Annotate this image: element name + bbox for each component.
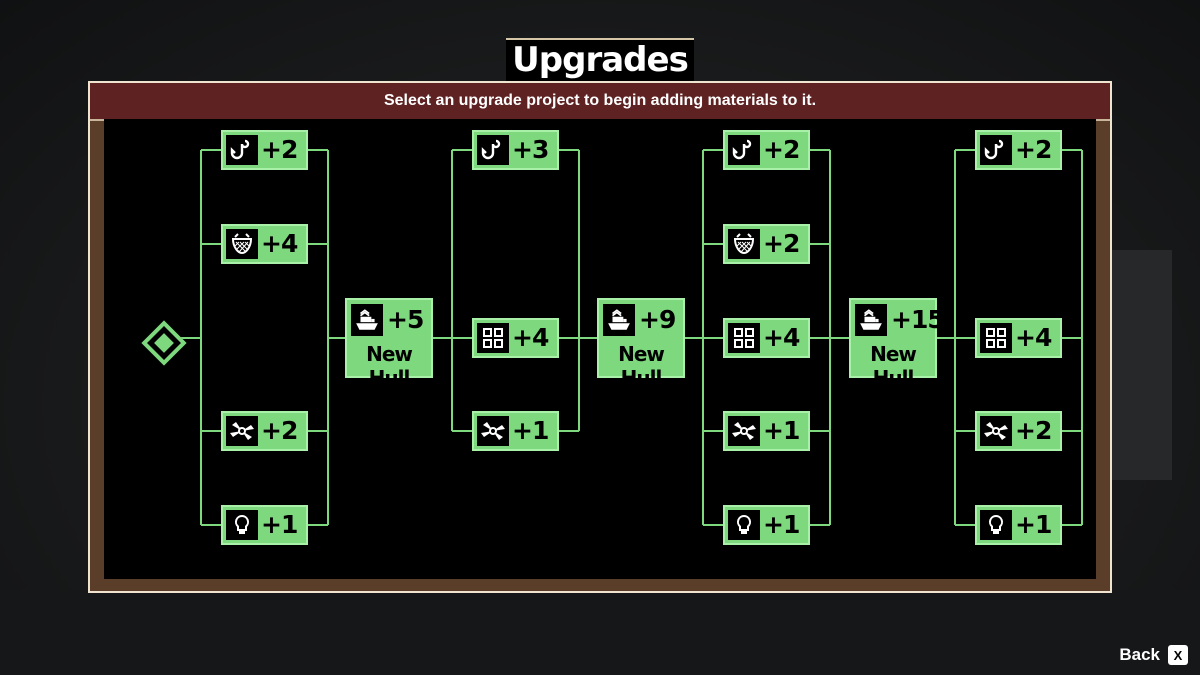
upgrade-node-hook[interactable]: +3 [472, 130, 559, 170]
hull-label: New Hull [366, 342, 413, 390]
light-icon [226, 510, 258, 540]
upgrade-node-net[interactable]: +2 [723, 224, 810, 264]
upgrade-node-net[interactable]: +4 [221, 224, 308, 264]
upgrade-node-hook[interactable]: +2 [975, 130, 1062, 170]
upgrade-node-light[interactable]: +1 [723, 505, 810, 545]
upgrade-node-light[interactable]: +1 [221, 505, 308, 545]
back-button[interactable]: Back X [1119, 645, 1188, 665]
upgrade-node-hook[interactable]: +2 [221, 130, 308, 170]
engine-icon [477, 416, 509, 446]
hull-icon [855, 304, 887, 336]
hook-icon [477, 135, 509, 165]
upgrade-value: +2 [763, 135, 800, 164]
upgrade-value: +2 [763, 229, 800, 258]
engine-icon [980, 416, 1012, 446]
hull-icon [351, 304, 383, 336]
upgrade-node-storage[interactable]: +4 [975, 318, 1062, 358]
upgrade-value: +2 [261, 135, 298, 164]
upgrade-value: +4 [1015, 323, 1052, 352]
hook-icon [980, 135, 1012, 165]
upgrade-node-engine[interactable]: +1 [472, 411, 559, 451]
background-dock [0, 590, 1200, 675]
hull-label: New Hull [870, 342, 917, 390]
hull-label: New Hull [618, 342, 665, 390]
light-icon [980, 510, 1012, 540]
hook-icon [728, 135, 760, 165]
upgrade-value: +4 [763, 323, 800, 352]
net-icon [728, 229, 760, 259]
hull-value: +15 [891, 305, 945, 334]
light-icon [728, 510, 760, 540]
upgrade-value: +4 [261, 229, 298, 258]
upgrade-node-engine[interactable]: +2 [975, 411, 1062, 451]
upgrade-value: +1 [261, 510, 298, 539]
storage-icon [980, 323, 1012, 353]
upgrade-value: +1 [763, 510, 800, 539]
hull-value: +9 [639, 305, 676, 334]
upgrade-value: +3 [512, 135, 549, 164]
hook-icon [226, 135, 258, 165]
x-key-icon: X [1168, 645, 1188, 665]
upgrade-value: +2 [1015, 416, 1052, 445]
hull-value: +5 [387, 305, 424, 334]
storage-icon [477, 323, 509, 353]
page-title: Upgrades [506, 38, 694, 84]
upgrade-node-engine[interactable]: +1 [723, 411, 810, 451]
hull-icon [603, 304, 635, 336]
net-icon [226, 229, 258, 259]
engine-icon [728, 416, 760, 446]
upgrade-node-hook[interactable]: +2 [723, 130, 810, 170]
upgrade-value: +2 [261, 416, 298, 445]
upgrade-value: +1 [512, 416, 549, 445]
upgrade-node-storage[interactable]: +4 [472, 318, 559, 358]
engine-icon [226, 416, 258, 446]
upgrade-node-light[interactable]: +1 [975, 505, 1062, 545]
background-building [1112, 250, 1172, 480]
upgrade-node-engine[interactable]: +2 [221, 411, 308, 451]
upgrade-node-storage[interactable]: +4 [723, 318, 810, 358]
upgrade-value: +4 [512, 323, 549, 352]
upgrade-value: +2 [1015, 135, 1052, 164]
storage-icon [728, 323, 760, 353]
upgrade-value: +1 [763, 416, 800, 445]
back-label: Back [1119, 645, 1160, 664]
upgrade-value: +1 [1015, 510, 1052, 539]
